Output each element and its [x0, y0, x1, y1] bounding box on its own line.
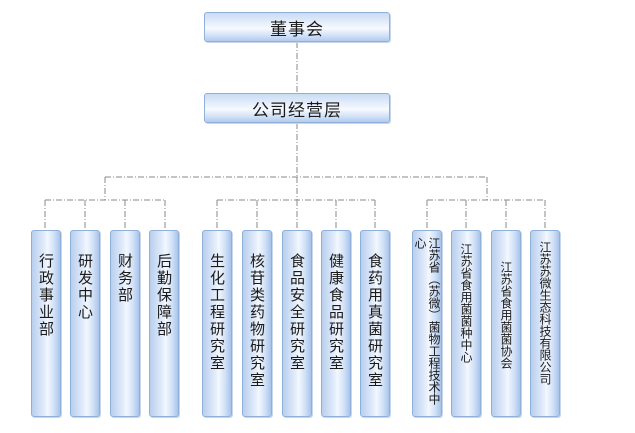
dept-box-finance: 财务部: [110, 230, 140, 417]
management-box: 公司经营层: [204, 93, 390, 123]
dept-box-rd: 研发中心: [70, 230, 100, 417]
dept-box-strain-center: 江苏省食用菌菌种中心: [451, 230, 481, 417]
dept-label: 财务部: [116, 253, 134, 304]
dept-label: 江苏省（苏微）菌物工程技术中心: [413, 237, 441, 405]
dept-label: 生化工程研究室: [208, 253, 226, 372]
dept-label: 江苏省食用菌菌协会: [499, 261, 513, 369]
dept-box-admin: 行政事业部: [31, 230, 61, 417]
dept-box-eco-tech-company: 江苏苏微生态科技有限公司: [530, 230, 560, 417]
dept-label: 食品安全研究室: [288, 253, 306, 372]
board-label: 董事会: [270, 19, 324, 40]
management-label: 公司经营层: [252, 100, 342, 121]
dept-label: 核苷类药物研究室: [248, 253, 266, 389]
dept-box-association: 江苏省食用菌菌协会: [491, 230, 521, 417]
dept-label: 健康食品研究室: [327, 253, 345, 372]
dept-box-fungi-eng-center: 江苏省（苏微）菌物工程技术中心: [412, 230, 442, 417]
dept-box-logistics: 后勤保障部: [149, 230, 179, 417]
dept-box-food-safety-lab: 食品安全研究室: [282, 230, 312, 417]
dept-label: 江苏省食用菌菌种中心: [459, 243, 473, 363]
dept-label: 食药用真菌研究室: [366, 253, 384, 389]
board-box: 董事会: [204, 12, 390, 42]
dept-box-health-food-lab: 健康食品研究室: [321, 230, 351, 417]
dept-label: 研发中心: [76, 253, 94, 321]
dept-label: 江苏苏微生态科技有限公司: [538, 241, 552, 385]
dept-box-biochem-lab: 生化工程研究室: [202, 230, 232, 417]
dept-label: 后勤保障部: [155, 253, 173, 338]
dept-box-fungi-lab: 食药用真菌研究室: [360, 230, 390, 417]
dept-box-nucleoside-lab: 核苷类药物研究室: [242, 230, 272, 417]
dept-label: 行政事业部: [37, 253, 55, 338]
